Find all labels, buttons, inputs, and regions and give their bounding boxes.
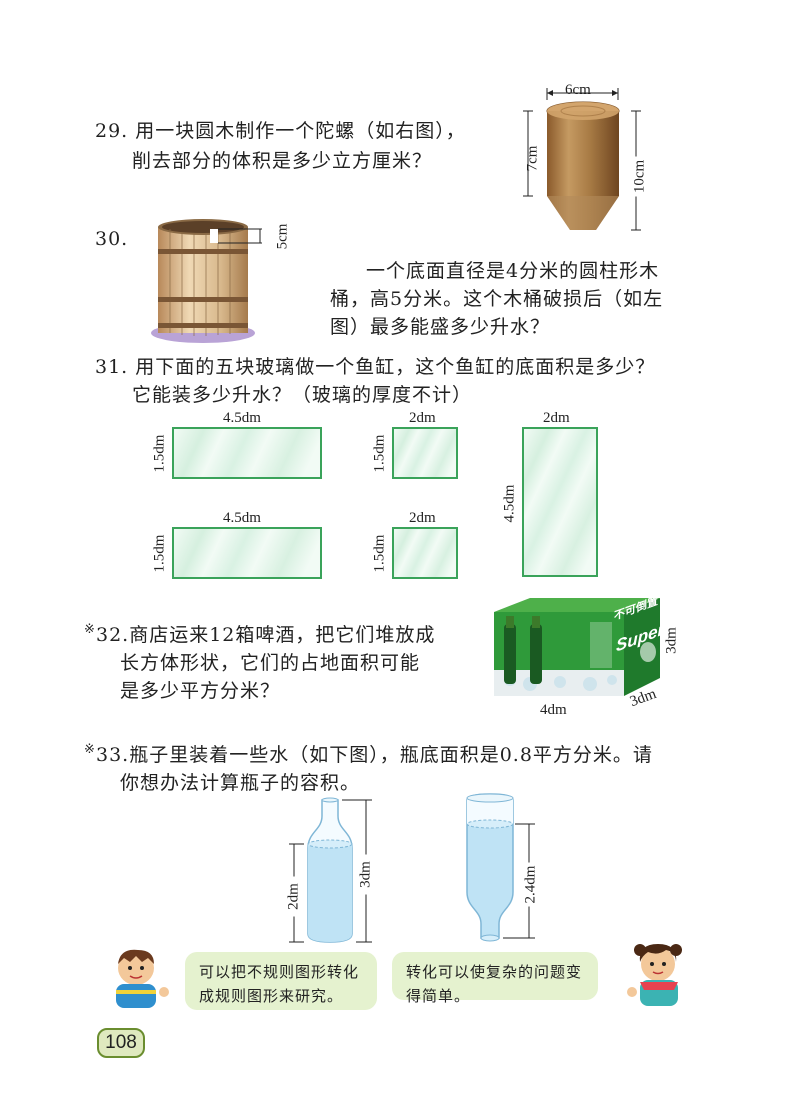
- problem-30-number: 30.: [95, 228, 129, 250]
- glass1-height: 1.5dm: [151, 434, 168, 473]
- top-total-label: 10cm: [631, 156, 649, 197]
- box-width-label: 4dm: [540, 702, 567, 718]
- glass-panel-4: [172, 527, 322, 579]
- bottle-upright-figure: [289, 797, 372, 943]
- glass5-width: 2dm: [409, 510, 436, 526]
- glass5-height: 1.5dm: [371, 534, 388, 573]
- glass-panel-2: [392, 427, 458, 479]
- problem-29-line1: 29. 用一块圆木制作一个陀螺（如右图），: [95, 120, 466, 142]
- girl-character-icon: [627, 944, 682, 1006]
- problem-31-line2: 它能装多少升水？（玻璃的厚度不计）: [132, 384, 473, 406]
- bottle1-total-height: 3dm: [357, 854, 375, 895]
- barrel-gap-label: 5cm: [274, 223, 291, 250]
- glass3-width: 2dm: [543, 410, 570, 426]
- top-height-label: 7cm: [524, 145, 541, 172]
- bottle1-water-height: 2dm: [285, 876, 303, 917]
- box-height-label: 3dm: [663, 627, 680, 654]
- bottle-inverted-figure: [466, 793, 535, 942]
- problem-33-line2: 你想办法计算瓶子的容积。: [120, 772, 361, 794]
- beer-box-figure: [494, 598, 660, 696]
- optional-mark-33: ※: [84, 742, 95, 757]
- glass4-width: 4.5dm: [223, 510, 261, 526]
- page-number: 108: [97, 1028, 145, 1058]
- glass4-height: 1.5dm: [151, 534, 168, 573]
- problem-30-line2: 桶，高5分米。这个木桶破损后（如左: [330, 288, 664, 310]
- optional-mark-32: ※: [84, 622, 95, 637]
- glass2-width: 2dm: [409, 410, 436, 426]
- hint-bubble-right: 转化可以使复杂的问题变得简单。: [392, 952, 598, 1005]
- hint-bubble-left: 可以把不规则图形转化成规则图形来研究。: [185, 952, 377, 1010]
- glass2-height: 1.5dm: [371, 434, 388, 473]
- problem-33-line1: 33.瓶子里装着一些水（如下图），瓶底面积是0.8平方分米。请: [96, 744, 653, 766]
- glass-panel-3: [522, 427, 598, 577]
- problem-32-line3: 是多少平方分米？: [120, 680, 281, 702]
- glass-panel-1: [172, 427, 322, 479]
- spinning-top-figure: [523, 88, 641, 231]
- problem-30-line3: 图）最多能盛多少升水？: [330, 316, 551, 338]
- problem-29-line2: 削去部分的体积是多少立方厘米？: [132, 150, 433, 172]
- glass3-height: 4.5dm: [501, 484, 518, 523]
- problem-31-line1: 31. 用下面的五块玻璃做一个鱼缸，这个鱼缸的底面积是多少？: [95, 356, 656, 378]
- barrel-figure: [151, 219, 262, 343]
- bottle2-air-height: 2.4dm: [522, 862, 540, 907]
- problem-32-line2: 长方体形状，它们的占地面积可能: [120, 652, 421, 674]
- top-width-label: 6cm: [565, 82, 591, 98]
- glass1-width: 4.5dm: [223, 410, 261, 426]
- boy-character-icon: [116, 949, 169, 1008]
- glass-panel-5: [392, 527, 458, 579]
- problem-30-line1: 一个底面直径是4分米的圆柱形木: [366, 260, 660, 282]
- problem-32-line1: 32.商店运来12箱啤酒，把它们堆放成: [96, 624, 436, 646]
